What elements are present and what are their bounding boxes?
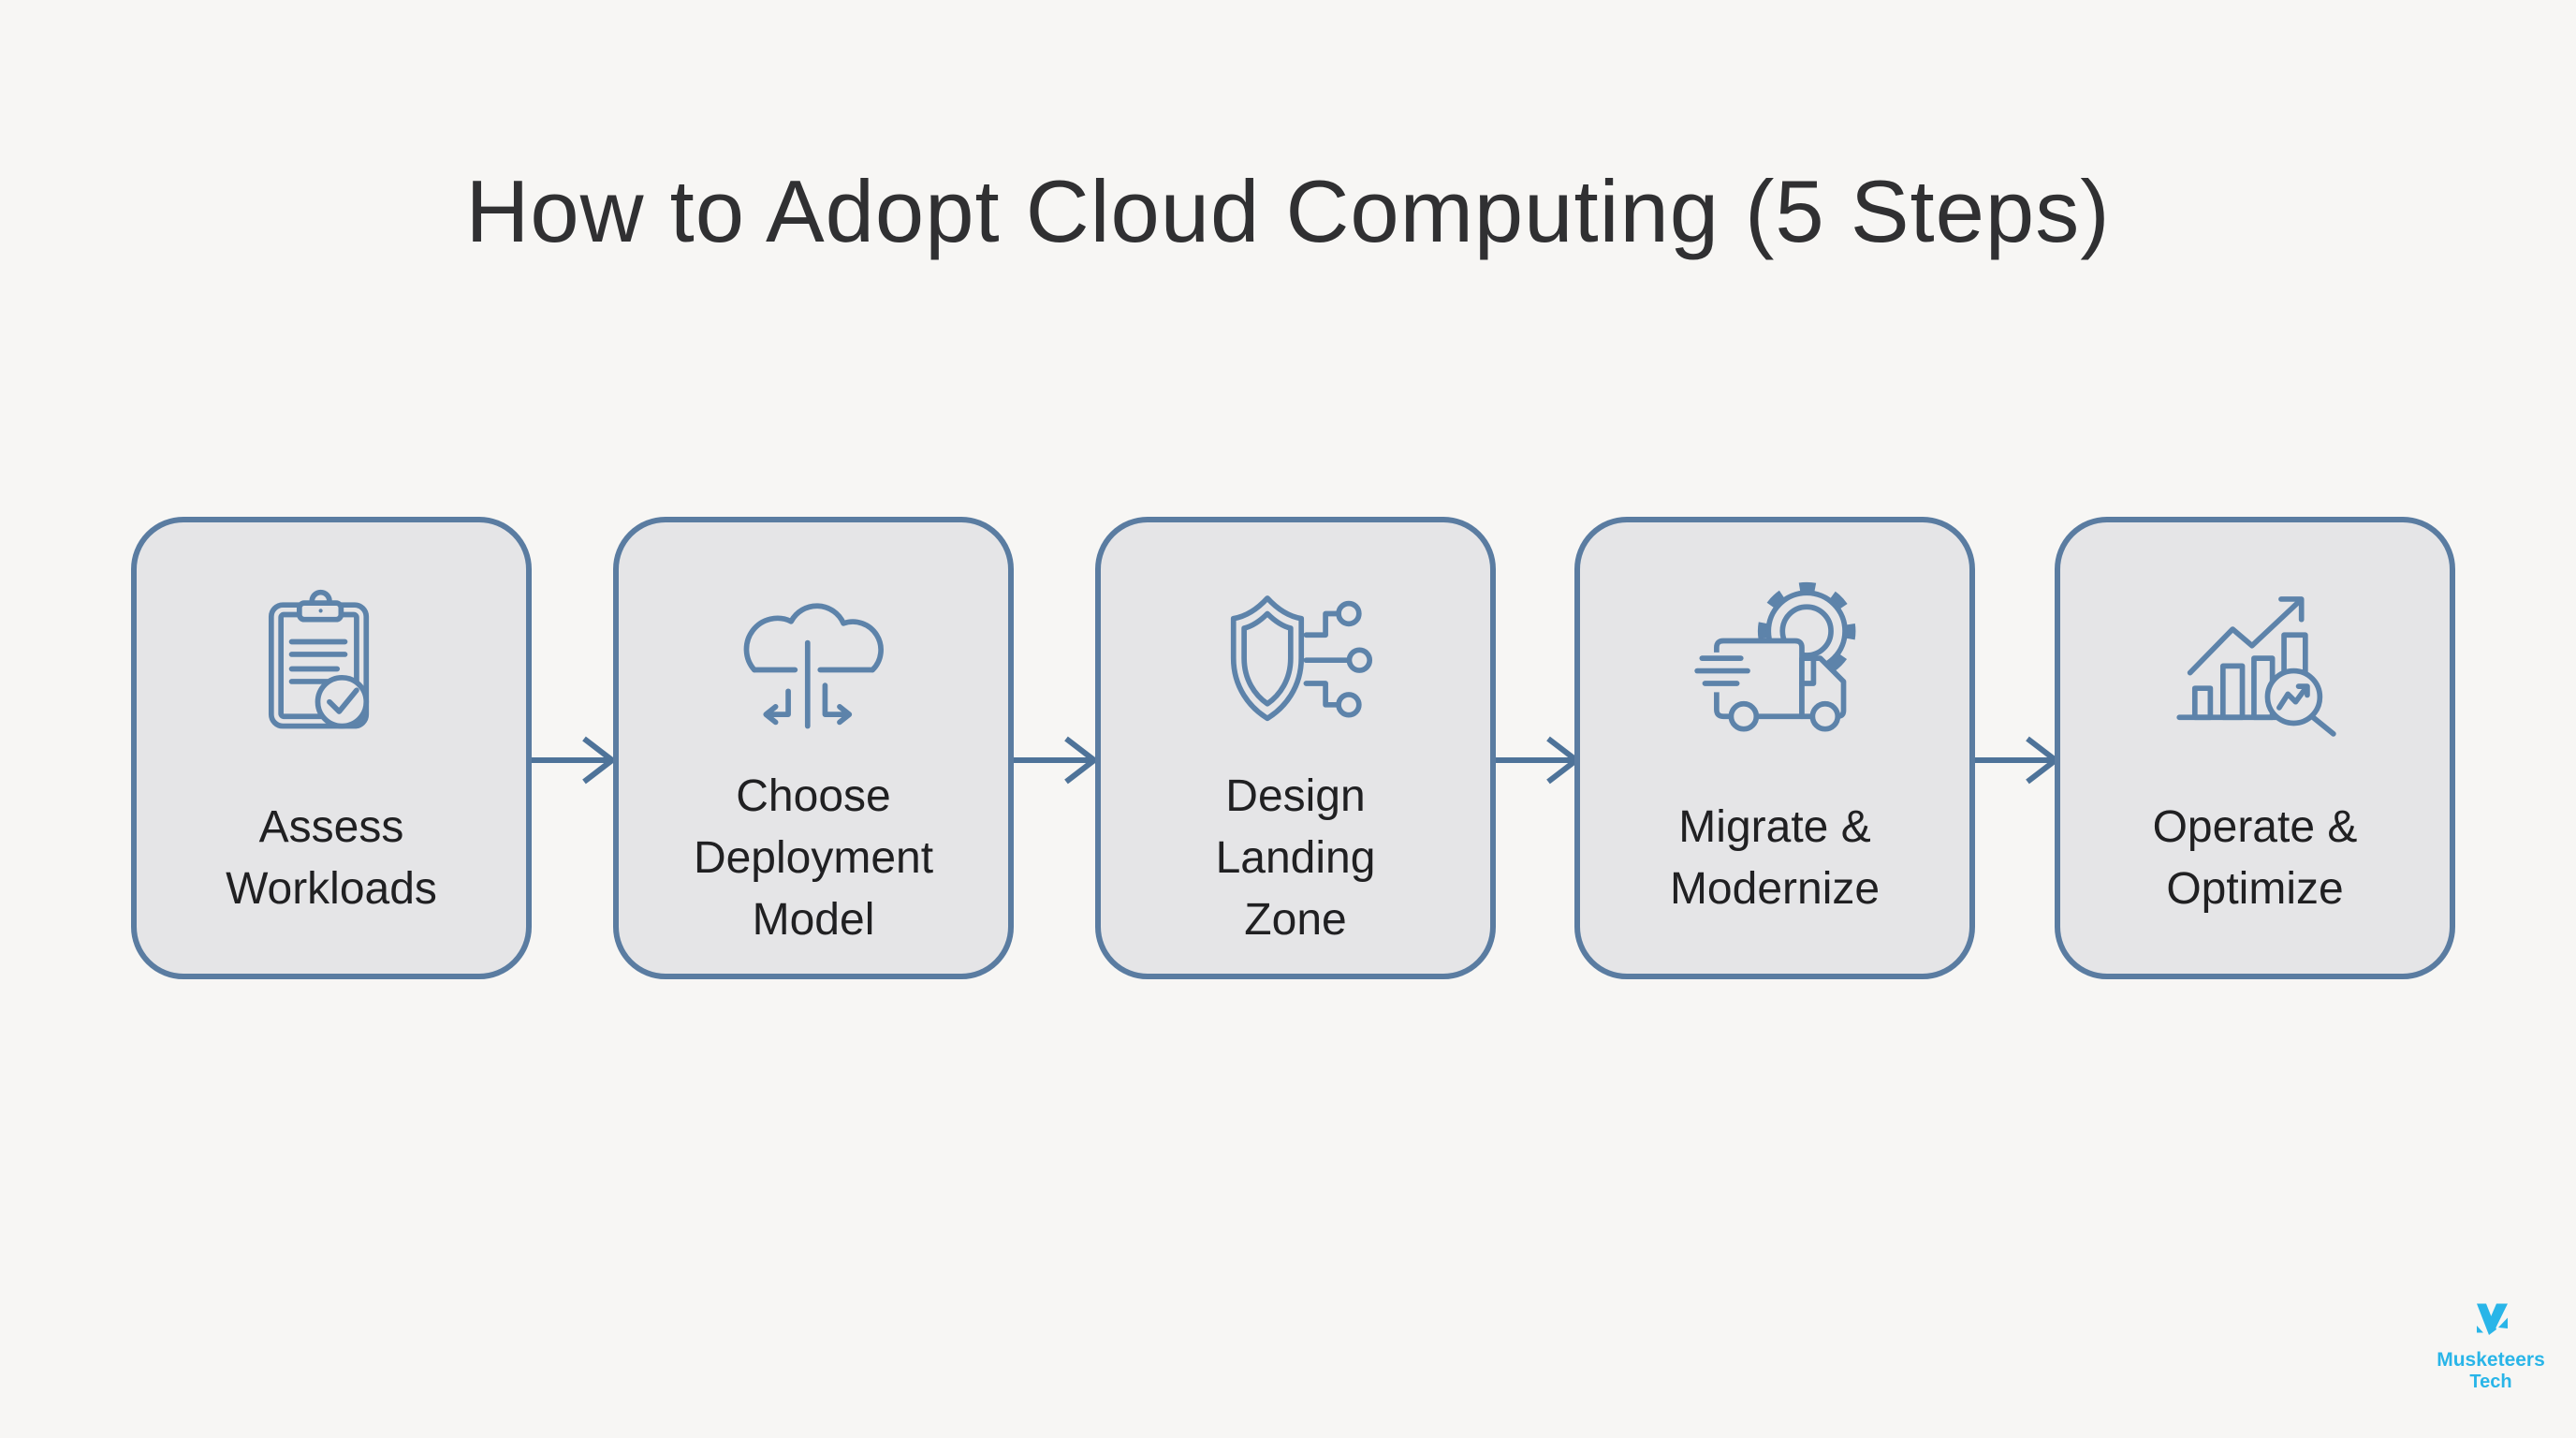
step-3-label: Design Landing Zone [1114, 755, 1477, 962]
brand-name: Musketeers [2437, 1349, 2545, 1371]
step-4-label-line: Modernize [1669, 864, 1881, 914]
step-2-label: Choose Deployment Model [632, 755, 995, 962]
step-3-icon-wrap [1101, 565, 1490, 745]
chart-growth-magnifier-icon [2176, 596, 2336, 737]
flow-arrow-right-icon [1496, 736, 1580, 785]
step-1-label-line: Assess [258, 802, 404, 852]
truck-gear-icon [1694, 581, 1856, 732]
step-5-label-line: Optimize [2166, 864, 2344, 914]
step-2-label-line: Choose [736, 771, 891, 821]
step-1-label: Assess Workloads [150, 755, 513, 962]
step-1-icon-wrap [137, 565, 526, 745]
step-card-migrate-modernize: Migrate & Modernize [1574, 517, 1975, 979]
page-title: How to Adopt Cloud Computing (5 Steps) [465, 162, 2111, 260]
flow-arrow-right-icon [1975, 736, 2059, 785]
flow-arrow-right-icon [1014, 736, 1098, 785]
step-2-label-line: Model [752, 895, 875, 945]
step-5-label: Operate & Optimize [2073, 755, 2437, 962]
step-3-label-line: Zone [1244, 895, 1347, 945]
step-2-icon-wrap [619, 565, 1008, 745]
clipboard-check-icon [268, 589, 370, 729]
step-3-label-line: Landing [1215, 833, 1376, 883]
musketeers-logo-icon [2477, 1303, 2508, 1335]
step-card-assess-workloads: Assess Workloads [131, 517, 532, 979]
brand-logo: Musketeers Tech [2425, 1301, 2556, 1393]
step-card-operate-optimize: Operate & Optimize [2055, 517, 2455, 979]
step-4-icon-wrap [1580, 565, 1969, 745]
step-3-label-line: Design [1225, 771, 1366, 821]
step-4-label-line: Migrate & [1678, 802, 1871, 852]
step-2-label-line: Deployment [693, 833, 934, 883]
shield-network-icon [1230, 595, 1373, 722]
brand-suffix: Tech [2469, 1372, 2512, 1392]
step-card-design-landing-zone: Design Landing Zone [1095, 517, 1496, 979]
step-card-choose-deployment-model: Choose Deployment Model [613, 517, 1014, 979]
flow-arrow-right-icon [532, 736, 616, 785]
step-4-label: Migrate & Modernize [1593, 755, 1956, 962]
step-5-label-line: Operate & [2152, 802, 2358, 852]
step-1-label-line: Workloads [226, 864, 437, 914]
step-5-icon-wrap [2060, 565, 2450, 745]
cloud-deployment-arrows-icon [743, 603, 884, 729]
